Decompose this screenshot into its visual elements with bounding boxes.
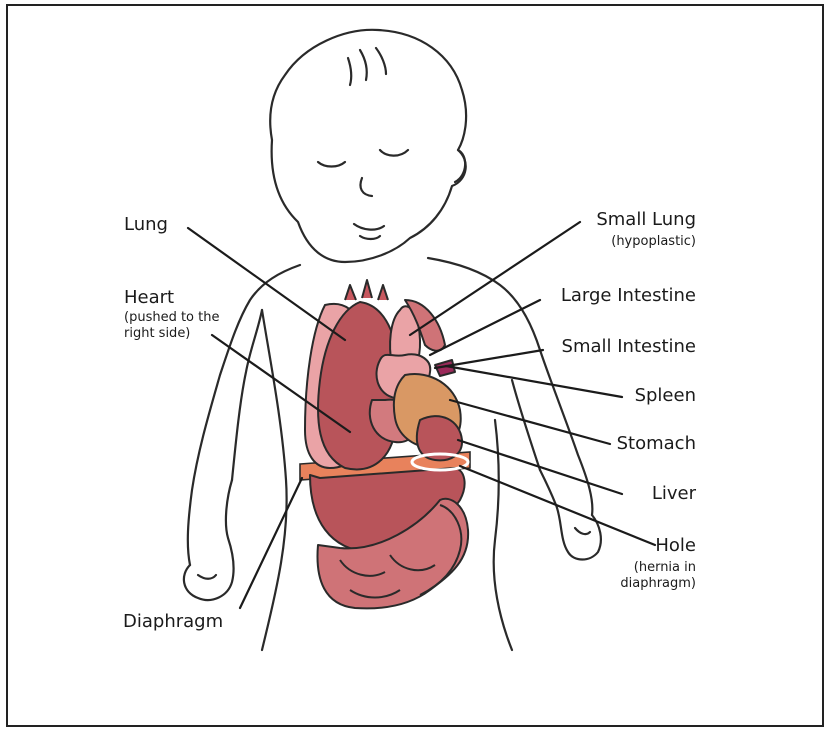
label-heart-note: (pushed to the right side) — [124, 310, 219, 342]
label-small-lung: Small Lung — [596, 210, 696, 230]
label-small-intestine: Small Intestine — [562, 337, 696, 357]
label-hole: Hole — [655, 536, 696, 556]
label-lung: Lung — [124, 215, 168, 235]
label-spleen: Spleen — [635, 386, 696, 406]
label-heart: Heart — [124, 288, 174, 308]
label-diaphragm: Diaphragm — [123, 612, 223, 632]
label-large-intestine: Large Intestine — [561, 286, 696, 306]
label-hole-note: (hernia in diaphragm) — [620, 560, 696, 592]
label-stomach: Stomach — [617, 434, 696, 454]
label-liver: Liver — [652, 484, 696, 504]
label-small-lung-note: (hypoplastic) — [611, 234, 696, 250]
